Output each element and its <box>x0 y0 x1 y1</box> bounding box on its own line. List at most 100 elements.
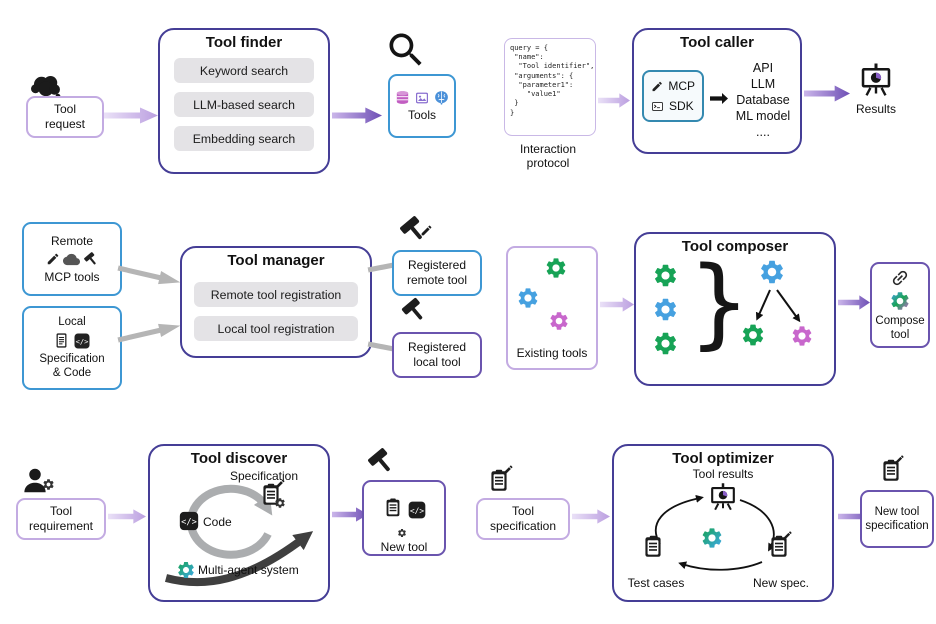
tool-caller-title: Tool caller <box>680 34 754 51</box>
pen-icon <box>421 225 432 236</box>
flow-arrow-icon <box>600 297 634 312</box>
tool-manager-title: Tool manager <box>227 252 325 269</box>
flow-arrow-icon <box>572 509 610 524</box>
gear-icon <box>761 260 783 284</box>
hammer-icon <box>401 297 428 324</box>
gear-icon <box>654 264 677 287</box>
gear-icon <box>792 326 812 346</box>
gear-icon <box>654 298 677 321</box>
target-list: API LLM Database ML model .... <box>728 60 798 140</box>
tool-results-label: Tool results <box>692 467 754 481</box>
brain-icon <box>434 90 449 105</box>
mcp-row: MCP <box>651 79 695 93</box>
pen-icon <box>783 531 792 540</box>
target-mlmodel: ML model <box>735 109 791 123</box>
terminal-icon <box>651 101 664 111</box>
remote-icons <box>46 251 99 268</box>
magnifier-icon <box>389 33 422 66</box>
gear-icon <box>518 288 538 308</box>
gear-icon <box>550 312 568 330</box>
gear-icon <box>397 528 406 537</box>
local-spec-box: Local Specification & Code <box>22 306 122 390</box>
clipboard-gear-icon <box>382 482 406 538</box>
cloud-icon <box>62 253 80 265</box>
remote-registration-pill: Remote tool registration <box>194 282 358 307</box>
tool-optimizer-title: Tool optimizer <box>672 450 774 467</box>
pen-icon <box>652 81 662 91</box>
pen-icon <box>895 455 904 464</box>
multi-agent-label: Multi-agent system <box>198 563 299 577</box>
code-label: Code <box>203 515 232 529</box>
results-label: Results <box>855 102 896 116</box>
database-icon <box>396 91 409 104</box>
flow-arrow-icon <box>108 509 146 524</box>
gray-arrow-icon <box>116 319 182 347</box>
tool-requirement-box: Tool requirement <box>16 498 106 540</box>
gear-icon <box>702 528 722 548</box>
pen-icon <box>503 465 513 475</box>
compose-arrows <box>755 289 801 323</box>
gear-icon <box>654 332 677 355</box>
gray-arrow-icon <box>116 261 182 289</box>
new-tool-specification-box: New tool specification <box>860 490 934 548</box>
flow-arrow-icon <box>104 107 158 124</box>
pen-icon <box>275 479 285 489</box>
code-badge-icon <box>74 333 90 349</box>
black-arrow-icon <box>710 93 728 104</box>
new-tool-label: New tool <box>380 539 428 554</box>
tools-box: Tools <box>388 74 456 138</box>
gear-icon <box>742 324 764 346</box>
code-badge-icon <box>179 511 199 531</box>
document-icon <box>56 333 67 348</box>
embedding-search-pill: Embedding search <box>174 126 314 151</box>
interaction-protocol-label: Interaction protocol <box>519 142 577 171</box>
tools-icons <box>394 89 450 106</box>
existing-tools-label: Existing tools <box>516 346 588 360</box>
hammer-icon <box>83 251 99 267</box>
test-cases-label: Test cases <box>627 576 685 590</box>
target-llm: LLM <box>750 77 776 91</box>
tool-composer-box <box>634 232 836 386</box>
compose-tool-box: Compose tool <box>870 262 930 348</box>
gear-icon <box>275 498 285 508</box>
mcp-sdk-box: MCP SDK <box>642 70 704 122</box>
remote-mcp-box: Remote MCP tools <box>22 222 122 296</box>
presentation-chart-icon <box>861 63 891 96</box>
gear-icon <box>178 562 194 578</box>
tool-specification-box: Tool specification <box>476 498 570 540</box>
target-api: API <box>752 61 774 75</box>
sdk-label: SDK <box>669 99 694 113</box>
tool-request-box: Tool request <box>26 96 104 138</box>
llm-search-pill: LLM-based search <box>174 92 314 117</box>
image-icon <box>416 92 428 103</box>
target-more: .... <box>756 125 770 139</box>
tool-composer-title: Tool composer <box>681 238 789 255</box>
local-icons <box>53 332 91 350</box>
registered-local-tool-box: Registered local tool <box>392 332 482 378</box>
tool-finder-title: Tool finder <box>205 34 283 51</box>
target-database: Database <box>736 93 790 107</box>
chain-link-icon <box>891 268 909 287</box>
pen-icon <box>47 253 58 265</box>
hammer-icon <box>367 447 396 476</box>
tool-optimizer-box <box>612 444 834 602</box>
remote-label: Remote <box>50 233 94 248</box>
spec-code-label: Specification & Code <box>39 352 105 380</box>
gear-icon <box>43 479 54 490</box>
tools-label: Tools <box>407 108 436 122</box>
tool-discover-title: Tool discover <box>190 450 288 467</box>
mcp-tools-label: MCP tools <box>44 269 100 284</box>
local-registration-pill: Local tool registration <box>194 316 358 341</box>
brace-glyph: } <box>688 246 751 360</box>
flow-arrow-icon <box>804 85 850 102</box>
compose-tool-label: Compose tool <box>875 314 925 341</box>
flow-arrow-icon <box>838 295 870 310</box>
local-label: Local <box>58 316 86 329</box>
query-code-block: query = { "name": "Tool identifier", "ar… <box>504 38 596 136</box>
gear-icon <box>891 291 909 310</box>
clipboard-icon <box>386 497 399 516</box>
mcp-label: MCP <box>668 79 695 93</box>
flow-arrow-icon <box>598 93 630 108</box>
registered-remote-tool-box: Registered remote tool <box>392 250 482 296</box>
